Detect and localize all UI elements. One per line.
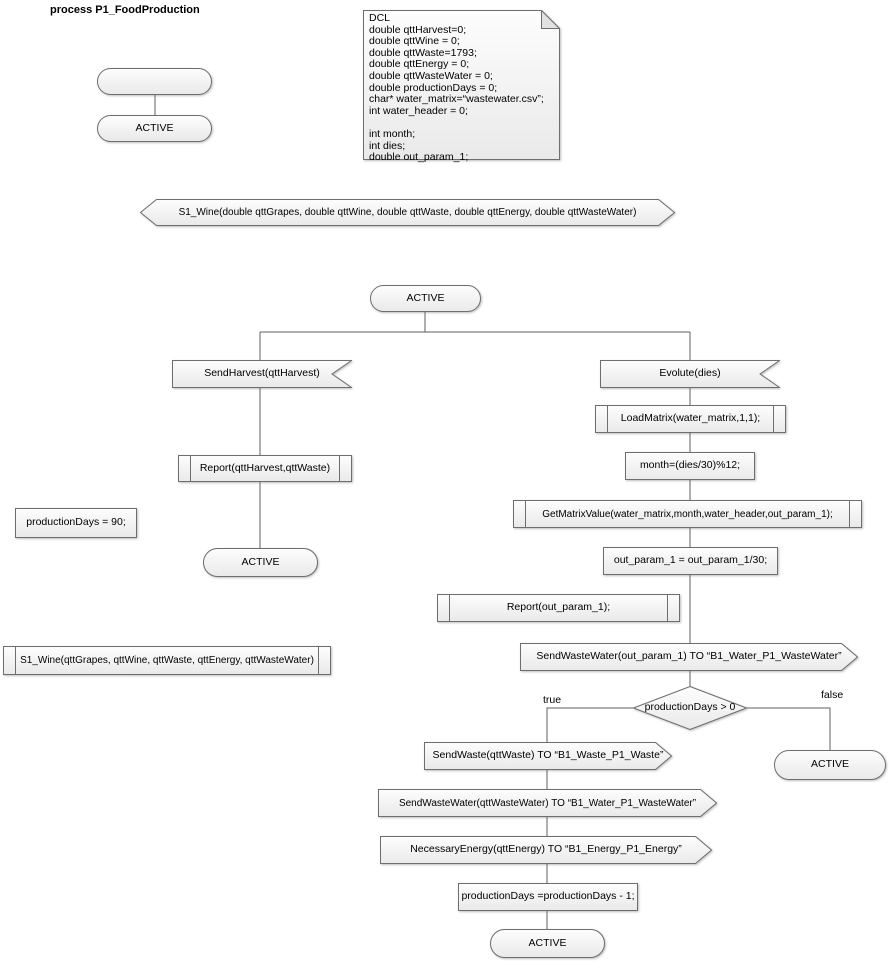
- signature-s1-wine[interactable]: S1_Wine(double qttGrapes, double qttWine…: [140, 199, 675, 226]
- output-necessary-energy-label: NecessaryEnergy(qttEnergy) TO “B1_Energy…: [410, 843, 682, 856]
- output-send-wastewater-2[interactable]: SendWasteWater(qttWasteWater) TO “B1_Wat…: [378, 789, 717, 817]
- proc-s1-wine-call-label: S1_Wine(qttGrapes, qttWine, qttWaste, qt…: [20, 655, 314, 666]
- task-production-days-90[interactable]: productionDays = 90;: [15, 508, 137, 538]
- state-active-false[interactable]: ACTIVE: [774, 750, 886, 780]
- proc-report-harvest[interactable]: Report(qttHarvest,qttWaste): [178, 455, 352, 482]
- output-send-wastewater-1-label: SendWasteWater(out_param_1) TO “B1_Water…: [536, 650, 842, 663]
- state-active-left-label: ACTIVE: [241, 555, 280, 568]
- task-month[interactable]: month=(dies/30)%12;: [625, 452, 755, 480]
- proc-report-harvest-label: Report(qttHarvest,qttWaste): [199, 461, 331, 474]
- task-out-param-div-label: out_param_1 = out_param_1/30;: [613, 554, 768, 567]
- decision-production-days[interactable]: productionDays > 0: [633, 686, 747, 730]
- output-send-wastewater-1[interactable]: SendWasteWater(out_param_1) TO “B1_Water…: [520, 643, 858, 671]
- diagram-title: process P1_FoodProduction: [50, 4, 200, 16]
- proc-get-matrix-value-label: GetMatrixValue(water_matrix,month,water_…: [542, 508, 833, 520]
- dcl-declarations-note[interactable]: DCL double qttHarvest=0; double qttWine …: [363, 10, 560, 164]
- proc-report-out-param[interactable]: Report(out_param_1);: [437, 594, 680, 622]
- state-active-main[interactable]: ACTIVE: [370, 285, 481, 312]
- input-send-harvest-label: SendHarvest(qttHarvest): [204, 367, 320, 380]
- dcl-declarations-note-label: DCL double qttHarvest=0; double qttWine …: [369, 12, 544, 164]
- state-active-left[interactable]: ACTIVE: [203, 548, 318, 577]
- task-production-days-decrement-label: productionDays =productionDays - 1;: [461, 890, 635, 903]
- task-production-days-90-label: productionDays = 90;: [26, 516, 126, 529]
- task-production-days-decrement[interactable]: productionDays =productionDays - 1;: [458, 883, 638, 911]
- branch-label-true: true: [543, 694, 562, 706]
- decision-production-days-label: productionDays > 0: [644, 701, 736, 714]
- state-active-false-label: ACTIVE: [811, 758, 849, 771]
- proc-load-matrix-label: LoadMatrix(water_matrix,1,1);: [620, 412, 761, 425]
- proc-report-out-param-label: Report(out_param_1);: [506, 601, 611, 614]
- state-active-bottom[interactable]: ACTIVE: [490, 929, 605, 958]
- proc-get-matrix-value[interactable]: GetMatrixValue(water_matrix,month,water_…: [513, 500, 862, 528]
- output-necessary-energy[interactable]: NecessaryEnergy(qttEnergy) TO “B1_Energy…: [380, 836, 712, 864]
- output-send-waste-label: SendWaste(qttWaste) TO “B1_Waste_P1_Wast…: [432, 749, 664, 762]
- input-send-harvest[interactable]: SendHarvest(qttHarvest): [172, 360, 352, 388]
- output-send-waste[interactable]: SendWaste(qttWaste) TO “B1_Waste_P1_Wast…: [424, 742, 672, 770]
- proc-s1-wine-call[interactable]: S1_Wine(qttGrapes, qttWine, qttWaste, qt…: [3, 646, 331, 675]
- proc-load-matrix[interactable]: LoadMatrix(water_matrix,1,1);: [595, 405, 786, 433]
- input-evolute[interactable]: Evolute(dies): [600, 360, 780, 388]
- state-active-main-label: ACTIVE: [406, 291, 445, 304]
- state-active-top-label: ACTIVE: [135, 121, 174, 134]
- start-state[interactable]: [97, 68, 212, 95]
- state-active-bottom-label: ACTIVE: [528, 936, 567, 949]
- task-month-label: month=(dies/30)%12;: [639, 459, 741, 472]
- branch-label-false: false: [821, 689, 844, 701]
- task-out-param-div[interactable]: out_param_1 = out_param_1/30;: [603, 547, 778, 575]
- state-active-top[interactable]: ACTIVE: [97, 115, 212, 142]
- start-state-label: [97, 68, 212, 95]
- signature-s1-wine-label: S1_Wine(double qttGrapes, double qttWine…: [178, 207, 637, 218]
- output-send-wastewater-2-label: SendWasteWater(qttWasteWater) TO “B1_Wat…: [398, 797, 697, 809]
- input-evolute-label: Evolute(dies): [659, 367, 721, 380]
